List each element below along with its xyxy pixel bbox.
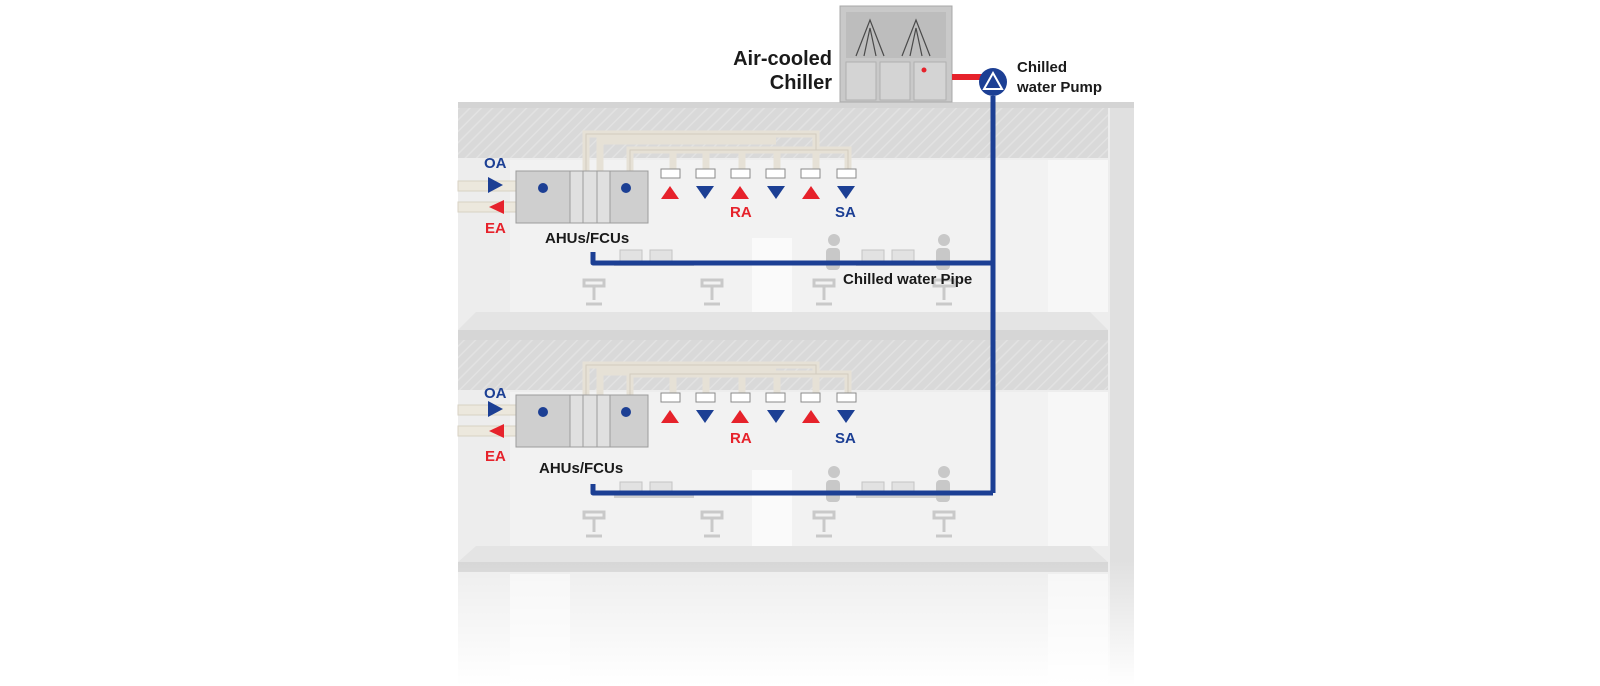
supply-arrow-icon [837, 186, 855, 199]
chilled-water-pipe-label: Chilled water Pipe [843, 271, 973, 288]
exhaust-air-arrow-icon [489, 424, 504, 438]
return-arrow-icon [802, 410, 820, 423]
pump-label-line-2: water Pump [1017, 79, 1103, 96]
outdoor-air-arrow-icon [488, 177, 503, 193]
supply-arrow-icon [767, 186, 785, 199]
chilled-water-pipe [590, 96, 996, 496]
supply-arrow-icon [767, 410, 785, 423]
ahu-fan-icon [621, 183, 631, 193]
ahu-fan-icon [621, 407, 631, 417]
ra-label-floor-1: RA [730, 204, 752, 221]
return-arrow-icon [661, 186, 679, 199]
sa-label-floor-1: SA [835, 204, 856, 221]
exhaust-air-arrow-icon [489, 200, 504, 214]
ea-label-floor-1: EA [485, 220, 506, 237]
ahu-fan-icon [538, 407, 548, 417]
return-arrow-icon [802, 186, 820, 199]
outdoor-air-arrow-icon [488, 401, 503, 417]
return-arrow-icon [661, 410, 679, 423]
ahu-fan-icon [538, 183, 548, 193]
pump-icon [979, 68, 1007, 96]
building [440, 102, 1160, 686]
oa-label-floor-2: OA [484, 385, 507, 402]
floor-slab-1 [458, 330, 1108, 340]
office-worker-icon [936, 466, 950, 502]
ahu-label-floor-1: AHUs/FCUs [545, 230, 630, 247]
ahu-floor-2 [457, 361, 857, 448]
supply-arrow-icon [696, 410, 714, 423]
sa-label-floor-2: SA [835, 430, 856, 447]
ea-label-floor-2: EA [485, 448, 506, 465]
ahu-label-floor-2: AHUs/FCUs [539, 460, 624, 477]
supply-arrow-icon [837, 410, 855, 423]
chiller-label-line-2: Chiller [769, 72, 832, 94]
ra-label-floor-2: RA [730, 430, 752, 447]
supply-arrow-icon [696, 186, 714, 199]
office-worker-icon [826, 466, 840, 502]
ahu-floor-1 [457, 130, 857, 224]
chiller-pump-link [952, 74, 982, 80]
return-arrow-icon [731, 410, 749, 423]
oa-label-floor-1: OA [484, 155, 507, 172]
chiller-icon [839, 5, 953, 103]
pump-label-line-1: Chilled [1017, 59, 1068, 76]
return-arrow-icon [731, 186, 749, 199]
chiller-label-line-1: Air-cooled [733, 48, 832, 70]
